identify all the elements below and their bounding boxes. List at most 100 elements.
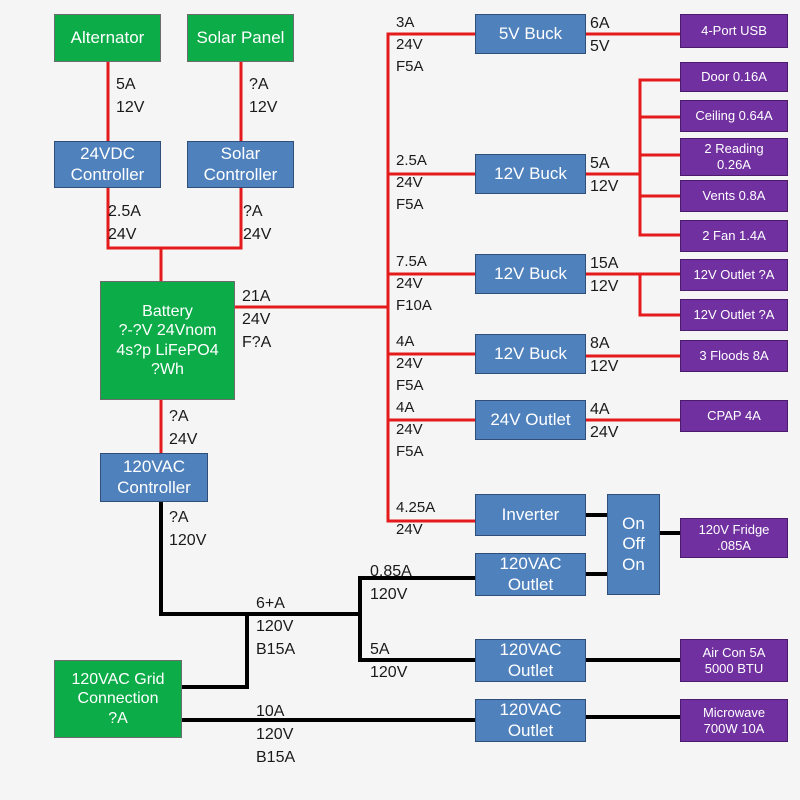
text-line: ?A	[249, 76, 269, 93]
text-line: ?Wh	[151, 360, 184, 378]
text-line: 2.5A	[108, 203, 141, 220]
text-line: 6+A	[256, 595, 285, 612]
text-line: 120V	[256, 618, 294, 635]
ceiling-load-box: Ceiling 0.64A	[680, 100, 788, 132]
text-line: 5V Buck	[498, 23, 563, 43]
text-line: F5A	[396, 443, 424, 460]
text-line: 12V Outlet ?A	[693, 307, 775, 323]
text-line: 4A	[590, 401, 610, 418]
text-line: 24V	[396, 275, 423, 292]
text-line: ?A	[169, 509, 189, 526]
text-line: Outlet	[507, 660, 554, 680]
text-line: 2 Fan 1.4A	[702, 228, 766, 244]
text-line: 120V	[370, 586, 408, 603]
text-line: 120V	[256, 726, 294, 743]
outlet-12v-2-box: 12V Outlet ?A	[680, 299, 788, 331]
text-line: Off	[622, 534, 645, 554]
text-line: 12V	[249, 99, 278, 116]
text-line: 0.85A	[370, 563, 412, 580]
text-line: F5A	[396, 58, 424, 75]
text-line: 24V	[169, 431, 198, 448]
text-line: 12V	[590, 278, 619, 295]
text-line: F?A	[242, 334, 272, 351]
text-line: F5A	[396, 196, 424, 213]
fridge-load-box: 120V Fridge.085A	[680, 518, 788, 558]
text-line: Air Con 5A	[702, 644, 766, 660]
text-line: 2 Reading	[704, 141, 764, 157]
solar-panel-output-label: ?A 12V	[249, 73, 277, 119]
text-line: 3A	[396, 14, 415, 31]
text-line: Door 0.16A	[701, 69, 767, 85]
text-line: 5V	[590, 38, 610, 55]
text-line: 24V	[396, 355, 423, 372]
text-line: Controller	[203, 164, 278, 184]
usb-load-box: 4-Port USB	[680, 14, 788, 48]
text-line: 24V Outlet	[490, 409, 571, 429]
text-line: On	[622, 513, 645, 533]
text-line: 12V	[590, 358, 619, 375]
text-line: 4-Port USB	[701, 23, 767, 39]
text-line: 120VAC	[499, 700, 562, 720]
text-line: 12V Outlet ?A	[693, 267, 775, 283]
text-line: 120VAC Grid	[71, 671, 165, 689]
text-line: ?-?V 24Vnom	[118, 322, 217, 340]
text-line: 5A	[116, 76, 136, 93]
vents-load-box: Vents 0.8A	[680, 180, 788, 212]
text-line: 6A	[590, 15, 610, 32]
alternator-box: Alternator	[54, 14, 161, 62]
ac-branch-upper-label: 0.85A 120V	[370, 560, 412, 606]
battery-output-label: 21A 24V F?A	[242, 285, 271, 354]
text-line: 120VAC	[499, 554, 562, 574]
dc-controller-output-label: 2.5A 24V	[108, 200, 141, 246]
text-line: 24V	[108, 226, 137, 243]
solar-panel-box: Solar Panel	[187, 14, 294, 62]
text-line: Solar	[220, 144, 261, 164]
text-line: 120V Fridge	[698, 522, 770, 538]
text-line: Connection	[77, 690, 159, 708]
text-line: 24V	[396, 421, 423, 438]
text-line: F10A	[396, 297, 432, 314]
text-line: 120VAC	[122, 457, 186, 477]
text-line: 0.26A	[717, 157, 751, 172]
cpap-load-box: CPAP 4A	[680, 400, 788, 432]
text-line: 12V Buck	[494, 343, 567, 363]
text-line: 12V	[590, 178, 619, 195]
text-line: .085A	[717, 538, 751, 553]
text-line: Controller	[117, 477, 191, 497]
text-line: 8A	[590, 335, 610, 352]
text-line: 120VAC	[499, 640, 562, 660]
outlet-12v-1-box: 12V Outlet ?A	[680, 259, 788, 291]
text-line: Outlet	[507, 720, 554, 740]
text-line: 10A	[256, 703, 285, 720]
outlet-24v-input-label: 4A 24V F5A	[396, 397, 424, 463]
buck-12v-b-box: 12V Buck	[475, 254, 586, 294]
text-line: 3 Floods 8A	[699, 348, 769, 364]
text-line: 24V	[396, 174, 423, 191]
floods-load-box: 3 Floods 8A	[680, 340, 788, 372]
text-line: 4A	[396, 399, 415, 416]
text-line: 5A	[590, 155, 610, 172]
text-line: 24V	[396, 521, 423, 538]
text-line: 24V	[242, 311, 271, 328]
text-line: 21A	[242, 288, 271, 305]
